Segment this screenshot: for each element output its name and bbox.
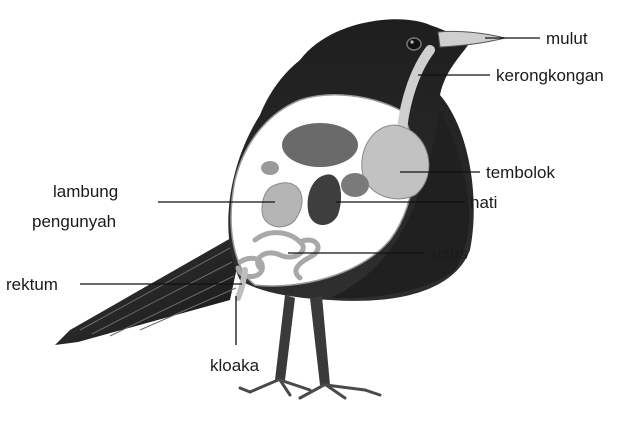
label-hati: hati xyxy=(470,193,497,212)
bird-illustration xyxy=(55,19,505,398)
label-rektum: rektum xyxy=(6,275,58,294)
label-tembolok: tembolok xyxy=(486,163,555,182)
liver-lobe xyxy=(341,173,369,197)
beak xyxy=(438,31,505,47)
lung-organ xyxy=(282,123,358,167)
feet xyxy=(240,380,380,398)
label-kloaka: kloaka xyxy=(210,356,260,375)
label-lambung-line1: lambung xyxy=(53,182,118,201)
label-usus: usus xyxy=(432,244,468,263)
eye xyxy=(407,38,421,50)
legs xyxy=(275,295,330,385)
label-lambung-line2: pengunyah xyxy=(32,212,116,231)
label-kerongkongan: kerongkongan xyxy=(496,66,604,85)
label-mulut: mulut xyxy=(546,29,588,48)
